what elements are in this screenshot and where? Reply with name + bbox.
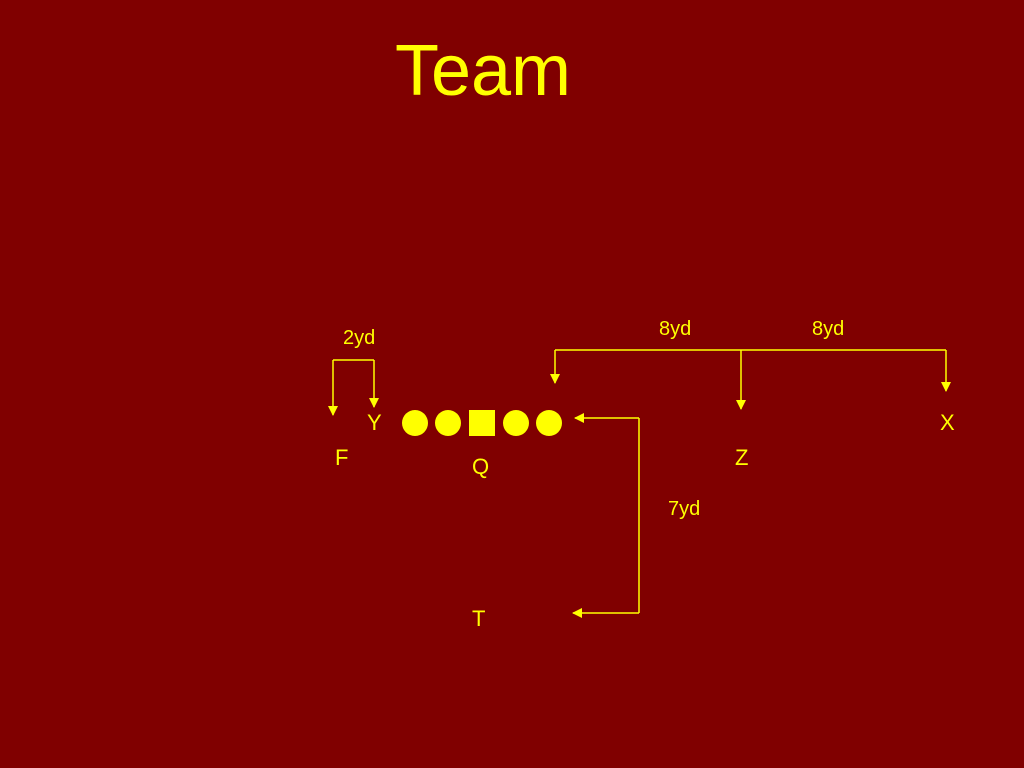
distance-label-line-z: 8yd bbox=[659, 318, 692, 340]
lineman-marker bbox=[402, 410, 428, 436]
center-marker bbox=[469, 410, 495, 436]
distance-label-z-x: 8yd bbox=[812, 318, 845, 340]
distance-label-t-line: 7yd bbox=[668, 498, 701, 520]
slide-title: Team bbox=[394, 31, 572, 111]
lineman-marker bbox=[503, 410, 529, 436]
lineman-marker bbox=[536, 410, 562, 436]
position-label-x: X bbox=[940, 410, 955, 435]
lineman-marker bbox=[435, 410, 461, 436]
position-label-q: Q bbox=[472, 454, 490, 479]
position-label-f: F bbox=[335, 445, 349, 470]
position-label-z: Z bbox=[735, 445, 749, 470]
f-y-distance-bracket bbox=[328, 359, 379, 416]
position-label-y: Y bbox=[367, 410, 382, 435]
position-label-t: T bbox=[472, 606, 486, 631]
receiver-distance-bracket bbox=[550, 349, 951, 410]
distance-label-f-y: 2yd bbox=[343, 327, 376, 349]
t-line-distance-bracket bbox=[572, 413, 640, 618]
